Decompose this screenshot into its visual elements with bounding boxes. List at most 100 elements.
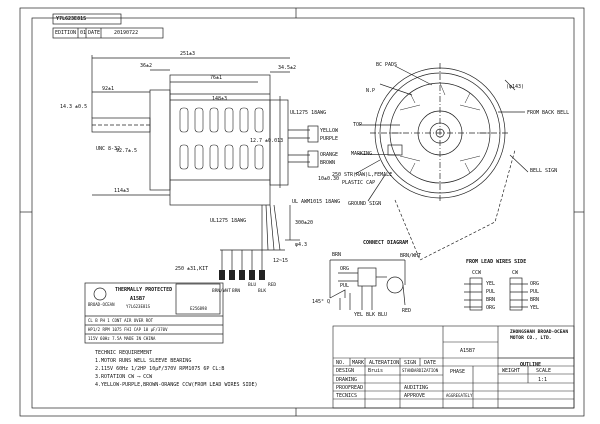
ccw-lead-4: ORG xyxy=(486,305,496,311)
rotation-diagram xyxy=(464,277,528,311)
date-value: 20190722 xyxy=(114,30,139,36)
tb-scale-val: 1:1 xyxy=(538,377,548,383)
connect-pul: PUL xyxy=(340,283,350,289)
tb-mark: MARK xyxy=(352,360,365,366)
tb-weight: WEIGHT xyxy=(502,368,521,374)
date-label: DATE xyxy=(88,30,101,36)
tb-aggregately: AGGREGATELY xyxy=(446,393,473,398)
connect-bottom-blu: BLU xyxy=(378,312,388,318)
cw-lead-4: YEL xyxy=(530,305,540,311)
nameplate-model: A15B7 xyxy=(130,296,146,302)
dim-dia: UNC 8-32 xyxy=(96,146,121,152)
dim-d2: 76±1 xyxy=(210,75,223,81)
tb-sign: SIGN xyxy=(404,360,417,366)
lead-blu: BLU xyxy=(248,283,257,288)
cw-lead-3: BRN xyxy=(530,297,540,303)
label-np: N.P xyxy=(366,88,376,94)
tb-no: NO. xyxy=(336,360,346,366)
connect-title: CONNECT DIAGRAM xyxy=(363,240,409,246)
dim-d15: φ4.3 xyxy=(295,242,308,248)
label-bc: BC PADS xyxy=(376,62,398,68)
tech-item-4: 4.YELLOW-PURPLE,BROWN-ORANGE CCW(FROM LE… xyxy=(95,382,258,388)
connect-bottom-blk: BLK xyxy=(366,312,376,318)
connect-brn: BRN xyxy=(332,252,342,258)
dim-d3: 34.5±2 xyxy=(278,65,297,71)
label-ul1: UL1275 18AWG xyxy=(290,110,327,116)
tb-alteration: ALTERATION xyxy=(369,360,400,366)
label-phi: (φ143) xyxy=(506,84,525,90)
connect-bottom-yel: YEL xyxy=(354,312,364,318)
label-ground-sign: GROUND SIGN xyxy=(348,201,382,207)
dim-overall: 251±3 xyxy=(180,51,196,57)
label-top: TOP xyxy=(353,122,363,128)
nameplate-row1: CL B PH 1 CONT AIR OVER ROT xyxy=(88,318,154,323)
tb-drawing: DRAWING xyxy=(336,377,358,383)
dim-d4: 148±3 xyxy=(212,96,228,102)
tb-design-name: Bruis xyxy=(368,368,384,374)
lead-blk: BLK xyxy=(258,289,267,294)
tb-auditing: AUDITING xyxy=(404,385,429,391)
tb-date: DATE xyxy=(424,360,437,366)
nameplate-box xyxy=(84,282,224,344)
cw-lead-2: PUL xyxy=(530,289,540,295)
tb-proofread: PROOFREAD xyxy=(336,385,364,391)
tb-model: A15B7 xyxy=(460,348,476,354)
label-ul3: UL AWM1015 18AWG xyxy=(292,199,341,205)
nameplate-row2: HP1/2 RPM 1075 FHI CAP 10 μF/370V xyxy=(88,327,168,332)
label-plastic-cap: PLASTIC CAP xyxy=(342,180,376,186)
label-orange: ORANGE xyxy=(320,152,339,158)
ccw-lead-3: BRN xyxy=(486,297,496,303)
nameplate-cert: E256898 xyxy=(190,306,207,311)
dim-d13: 12~15 xyxy=(273,258,289,264)
connect-angle: 145° Q xyxy=(312,299,331,305)
dim-d7: 14.3 ±0.5 xyxy=(60,104,88,110)
cw-lead-1: ORG xyxy=(530,281,540,287)
connect-bottom-red: RED xyxy=(402,308,412,314)
nameplate-row3: 115V 60Hz 7.5A MADE IN CHINA xyxy=(88,336,156,341)
edition-value: 01 xyxy=(80,30,87,36)
label-cap-val: 10±0.30 xyxy=(318,176,340,182)
label-ul2: UL1275 18AWG xyxy=(210,218,247,224)
dim-d5: 92±1 xyxy=(102,86,115,92)
tech-item-1: 1.MOTOR RUNS WELL SLEEVE BEARING xyxy=(95,358,192,364)
ccw-lead-2: PUL xyxy=(486,289,496,295)
lead-brnwht: BRN/WHT xyxy=(212,289,231,294)
connect-diagram xyxy=(329,259,406,310)
rotation-cw: CW xyxy=(512,270,519,276)
tb-outline: OUTLINE xyxy=(520,362,542,368)
label-purple: PURPLE xyxy=(320,136,339,142)
motor-side-view xyxy=(91,55,319,280)
inner-border xyxy=(31,17,575,409)
tb-approve: APPROVE xyxy=(404,393,426,399)
lead-brn: BRN xyxy=(232,289,241,294)
label-cap-female: 250 STR(RAW)L,FEMALE xyxy=(332,172,393,178)
part-number: Y7L623E81S xyxy=(56,16,87,22)
edition-label: EDITION xyxy=(55,30,77,36)
label-bell-sign: BELL SIGN xyxy=(530,168,558,174)
tech-item-2: 2.115V 60Hz 1/2HP 10μF/370V RPM1075 6P C… xyxy=(95,366,225,372)
tech-item-3: 3.ROTATION CW ⟶ CCW xyxy=(95,374,153,380)
nameplate-brand: BROAD-OCEAN xyxy=(88,302,115,307)
label-from-back: FROM BACK BELL xyxy=(527,110,570,116)
title-block-lines xyxy=(332,325,575,409)
rotation-ccw: CCW xyxy=(472,270,482,276)
dim-d9: 114±3 xyxy=(114,188,130,194)
tb-technics: TECNICS xyxy=(336,393,358,399)
nameplate-protected: THERMALLY PROTECTED xyxy=(115,287,173,293)
dim-d16: 250 ±31,KIT xyxy=(175,266,209,272)
ccw-lead-1: YEL xyxy=(486,281,496,287)
motor-end-view xyxy=(354,63,529,261)
tb-scale: SCALE xyxy=(536,368,552,374)
tech-title: TECHNIC REQUIREMENT xyxy=(95,350,153,356)
lead-red: RED xyxy=(268,283,277,288)
connect-brnwht: BRN/WHT xyxy=(400,253,422,259)
tb-design: DESIGN xyxy=(336,368,355,374)
dim-d6: 92.7±.5 xyxy=(116,148,138,154)
tb-phase: PHASE xyxy=(450,369,466,375)
label-yellow: YELLOW xyxy=(320,128,339,134)
nameplate-code: Y7L623E81S xyxy=(126,304,151,309)
label-brown: BROWN xyxy=(320,160,336,166)
dim-d1: 36±2 xyxy=(140,63,153,69)
tb-standard: STANDARDIZATION xyxy=(402,368,439,373)
